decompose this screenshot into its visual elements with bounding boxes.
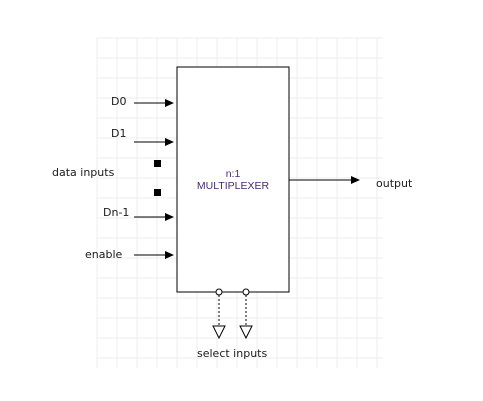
ellipsis-dot-lower [154,189,161,196]
select-inputs-label: select inputs [197,347,267,360]
select-line-2 [239,288,253,340]
output-label: output [376,177,413,190]
select-line-1 [212,288,226,340]
input-label-dn1: Dn-1 [103,206,129,219]
ellipsis-dot-upper [154,160,161,167]
input-label-enable: enable [85,248,123,261]
multiplexer-name-label: MULTIPLEXER [197,180,270,192]
data-inputs-label: data inputs [52,166,115,179]
multiplexer-block [176,66,290,293]
input-label-d1: D1 [111,127,126,140]
multiplexer-ratio-label: n:1 [226,168,241,180]
input-label-d0: D0 [111,95,126,108]
